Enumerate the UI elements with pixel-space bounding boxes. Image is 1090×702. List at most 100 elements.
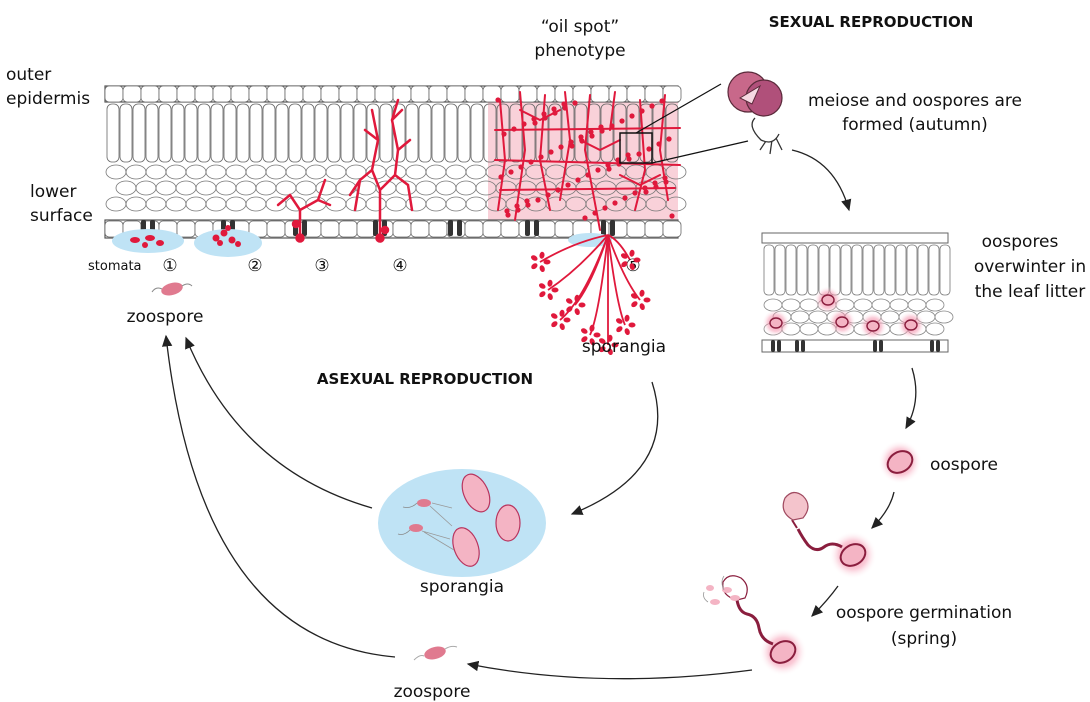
haustorium: [612, 200, 617, 205]
palisade-cell: [146, 104, 158, 162]
sporangium: [624, 314, 630, 322]
spongy-cell: [216, 181, 236, 195]
spongy-cell: [166, 165, 186, 179]
epidermis-cell: [123, 86, 141, 102]
spongy-cell: [196, 181, 216, 195]
litter-guard-cell: [795, 340, 799, 352]
outer-epidermis-label-2: epidermis: [6, 89, 90, 109]
meiose-label-2: formed (autumn): [842, 115, 988, 135]
spongy-cell: [126, 165, 146, 179]
lower-epidermis-cell: [321, 221, 339, 237]
palisade-cell: [263, 104, 275, 162]
spongy-cell: [236, 181, 256, 195]
overwinter-label-2: overwinter in: [974, 257, 1086, 277]
litter-spongy-cell: [764, 299, 782, 311]
water-droplet-1: [112, 229, 184, 253]
spongy-cell: [466, 165, 486, 179]
sporangiophore-branch: [590, 235, 608, 335]
spongy-cell: [106, 165, 126, 179]
epidermis-cell: [447, 86, 465, 102]
sporangia-bubble: [378, 469, 546, 577]
haustorium: [572, 100, 577, 105]
epidermis-cell: [267, 86, 285, 102]
palisade-cell: [419, 104, 431, 162]
litter-guard-cell: [777, 340, 781, 352]
spongy-cell: [126, 197, 146, 211]
sporangium: [574, 307, 581, 315]
haustorium: [588, 129, 593, 134]
epidermis-cell: [177, 86, 195, 102]
litter-palisade-cell: [852, 245, 862, 295]
sporangium: [639, 289, 645, 297]
arrow-germ-1-to-germ-2: [812, 586, 838, 616]
palisade-cell: [107, 104, 119, 162]
oospore-label: oospore: [930, 455, 998, 475]
haustorium: [595, 167, 600, 172]
haustorium: [582, 215, 587, 220]
litter-palisade-cell: [764, 245, 774, 295]
epidermis-cell: [195, 86, 213, 102]
epidermis-cell: [159, 86, 177, 102]
spongy-cell: [146, 165, 166, 179]
haustorium: [504, 208, 509, 213]
litter-spongy-cell: [854, 299, 872, 311]
sexual-reproduction-heading: SEXUAL REPRODUCTION: [769, 13, 974, 31]
sporangium: [565, 297, 574, 305]
epidermis-cell: [321, 86, 339, 102]
leaf-litter-section: [762, 233, 953, 352]
epidermis-cell: [393, 86, 411, 102]
epidermis-cell: [663, 86, 681, 102]
epidermis-cell: [465, 86, 483, 102]
spongy-cell: [156, 181, 176, 195]
haustorium: [598, 124, 603, 129]
epidermis-cell: [375, 86, 393, 102]
palisade-cell: [237, 104, 249, 162]
spongy-cell: [436, 181, 456, 195]
lower-surface-label-1: lower: [30, 182, 76, 202]
sporangium: [579, 303, 586, 308]
lower-epidermis-cell: [411, 221, 429, 237]
spongy-cell: [206, 165, 226, 179]
spongy-cell: [296, 181, 316, 195]
stage-3-number: ③: [314, 256, 329, 276]
litter-oospore: [867, 321, 879, 331]
palisade-cell: [224, 104, 236, 162]
sporangium: [630, 300, 639, 308]
lower-surface-label-2: surface: [30, 206, 93, 226]
arrow-bubble-to-zoospore: [186, 338, 372, 508]
litter-spongy-cell: [890, 299, 908, 311]
spongy-cell: [256, 181, 276, 195]
epidermis-cell: [501, 86, 519, 102]
epidermis-cell: [609, 86, 627, 102]
spongy-cell: [386, 197, 406, 211]
litter-spongy-cell: [791, 311, 809, 323]
spongy-cell: [246, 197, 266, 211]
germination-label-1: oospore germination: [836, 603, 1012, 623]
lower-epidermis-cell: [357, 221, 375, 237]
sporangium: [547, 279, 553, 287]
lower-epidermis-cell: [627, 221, 645, 237]
litter-palisade-cell: [797, 245, 807, 295]
sporangium: [544, 260, 551, 265]
litter-palisade-cell: [874, 245, 884, 295]
epidermis-cell: [573, 86, 591, 102]
sporangium: [559, 322, 566, 330]
spongy-cell: [276, 181, 296, 195]
lower-epidermis-cell: [267, 221, 285, 237]
spongy-cell: [206, 197, 226, 211]
water-droplet-2: [194, 229, 262, 257]
haustorium: [495, 97, 500, 102]
epidermis-cell: [537, 86, 555, 102]
spongy-cell: [426, 165, 446, 179]
oil-spot-label-2: phenotype: [534, 41, 625, 61]
haustorium: [508, 169, 513, 174]
litter-oospore: [822, 295, 834, 305]
spongy-cell: [466, 197, 486, 211]
litter-spongy-cell: [908, 299, 926, 311]
spongy-cell: [136, 181, 156, 195]
litter-palisade-cell: [841, 245, 851, 295]
sporangium: [538, 290, 547, 298]
sporangia-top-label: sporangia: [582, 337, 666, 357]
oogonium-antheridium-icon: [728, 72, 782, 154]
litter-spongy-cell: [926, 299, 944, 311]
